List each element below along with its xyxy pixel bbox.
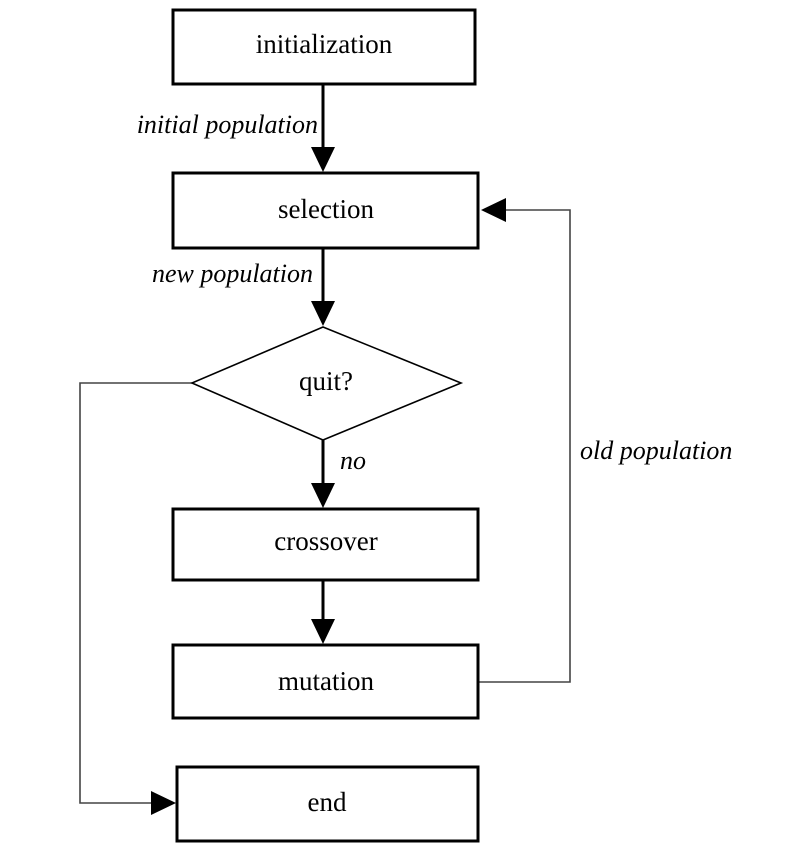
connector-quit-to-end	[79, 382, 192, 804]
arrowhead-quit	[311, 301, 335, 326]
selection-box	[171, 171, 480, 250]
quit-decision-label: quit?	[299, 366, 353, 396]
selection-label: selection	[278, 194, 374, 224]
edge-label-initial-population: initial population	[137, 110, 318, 139]
edge-label-new-population: new population	[152, 259, 313, 288]
connector-mutation-to-selection-loop	[478, 209, 571, 683]
arrowhead-end	[151, 791, 176, 815]
mutation-label: mutation	[278, 666, 374, 696]
edge-label-no: no	[340, 446, 366, 475]
initialization-label: initialization	[256, 29, 393, 59]
end-label: end	[308, 787, 347, 817]
mutation-box	[171, 643, 480, 720]
arrowhead-mutation	[311, 619, 335, 644]
end-box	[175, 765, 480, 843]
initialization-box	[171, 8, 477, 86]
crossover-box	[171, 507, 480, 582]
edge-label-old-population: old population	[580, 436, 732, 465]
quit-decision-diamond	[189, 326, 464, 441]
arrowhead-loop-selection	[481, 198, 506, 222]
crossover-label: crossover	[274, 526, 377, 556]
arrowhead-crossover	[311, 483, 335, 508]
arrowhead-selection	[311, 147, 335, 172]
